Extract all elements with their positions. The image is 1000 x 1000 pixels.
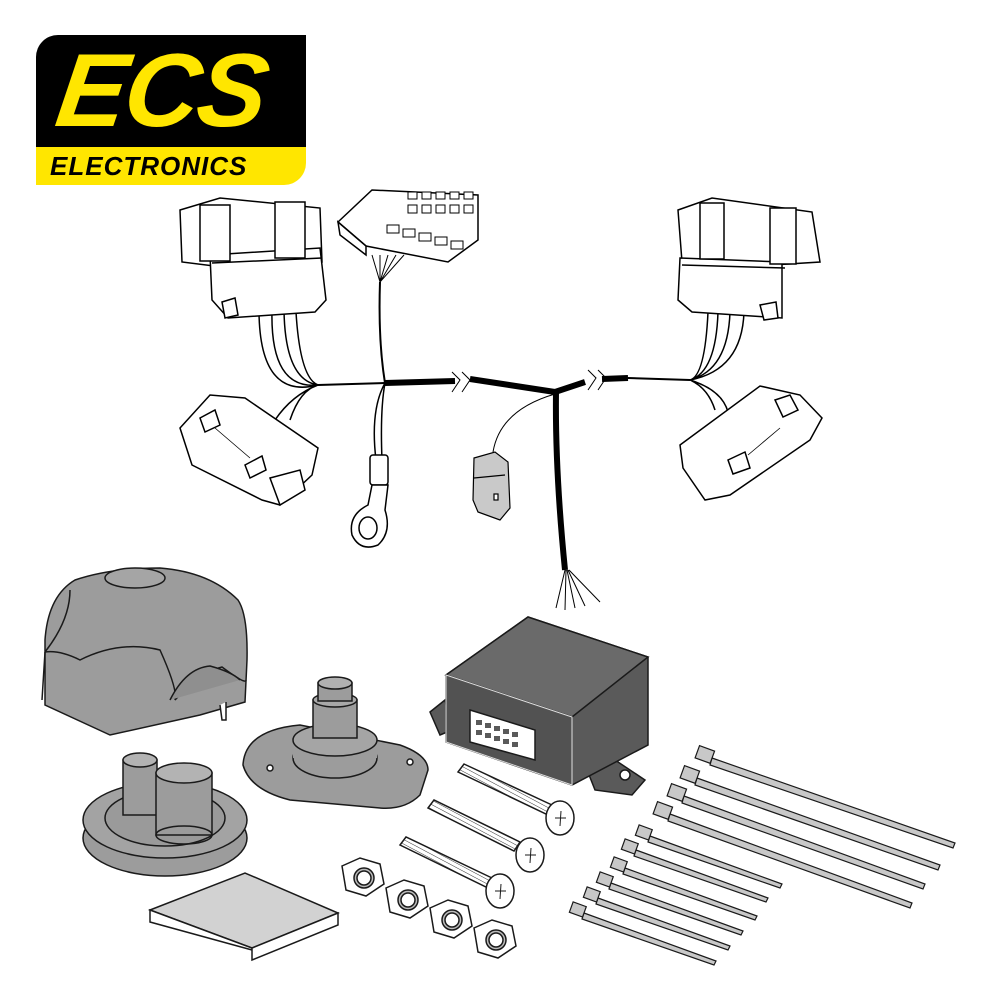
brand-logo: ECS ELECTRONICS [36, 33, 306, 185]
nut-1 [341, 857, 385, 897]
cable-tie-long-3 [666, 782, 926, 890]
screw-1 [456, 763, 575, 836]
nut-3 [429, 899, 473, 939]
logo-bottom-panel [36, 147, 306, 185]
cable-tie-long-4 [652, 800, 913, 909]
mounting-plate [242, 676, 429, 809]
nuts [341, 857, 517, 959]
socket-gasket [82, 752, 248, 877]
ring-terminal [350, 454, 389, 548]
wiring-harness [258, 254, 745, 611]
cable-tie-short-4 [595, 871, 744, 936]
nut-4 [473, 919, 517, 959]
cable-tie-short-3 [609, 856, 758, 921]
screw-3 [398, 836, 515, 909]
socket-cover [41, 567, 248, 736]
cable-ties [568, 744, 956, 966]
connector-left-lower [179, 394, 319, 507]
cable-tie-short-2 [620, 838, 769, 903]
logo-top-panel [36, 35, 306, 147]
foam-pad [147, 872, 340, 962]
cable-tie-short-5 [582, 886, 731, 951]
logo-subtitle: ELECTRONICS [50, 151, 248, 181]
connector-left-upper [179, 197, 327, 319]
screw-2 [426, 799, 545, 873]
screws [398, 763, 575, 909]
small-grey-connector [472, 451, 511, 521]
connector-top-center [336, 189, 479, 263]
cable-tie-long-2 [679, 764, 941, 871]
nut-2 [385, 879, 429, 919]
cable-tie-short-6 [568, 901, 717, 966]
cable-tie-long-1 [694, 744, 956, 849]
connector-right-lower [679, 385, 823, 501]
connector-right-upper [677, 197, 821, 321]
control-module [429, 616, 650, 796]
cable-tie-short-1 [634, 824, 783, 889]
